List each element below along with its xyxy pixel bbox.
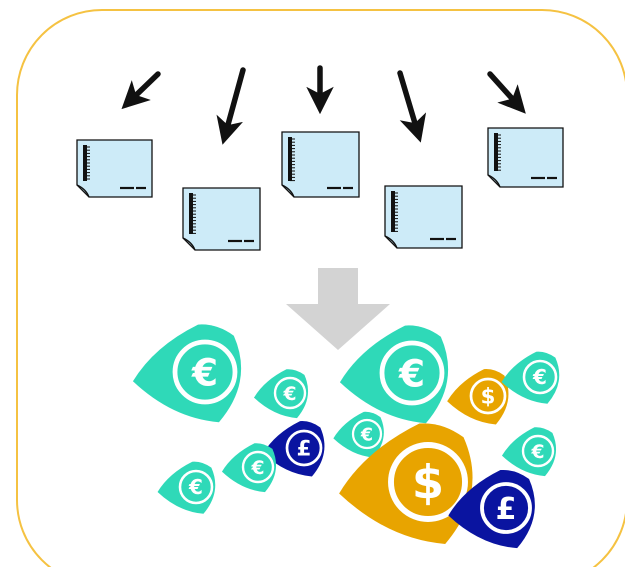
currency-symbol: € xyxy=(398,352,425,396)
currency-symbol: € xyxy=(532,365,547,389)
arrow-icon xyxy=(216,67,246,145)
arrow-icon xyxy=(397,70,427,143)
down-arrow-icon xyxy=(286,268,390,350)
document-icon xyxy=(384,185,463,249)
euro-coin-icon: € xyxy=(333,411,384,458)
document-icon xyxy=(281,131,360,198)
currency-symbol: £ xyxy=(496,492,517,527)
incoming-arrows xyxy=(121,65,526,145)
euro-coin-icon: € xyxy=(132,324,242,423)
currency-symbol: € xyxy=(250,458,264,479)
euro-coin-icon: € xyxy=(501,351,560,404)
document-icon xyxy=(76,139,153,198)
currency-symbol: € xyxy=(191,351,218,395)
currency-symbol: $ xyxy=(412,456,444,510)
euro-coin-icon: € xyxy=(253,369,309,419)
euro-coin-icon: € xyxy=(501,427,557,477)
document-icon xyxy=(182,187,261,251)
arrow-icon xyxy=(487,71,526,114)
currency-symbol: € xyxy=(360,425,373,445)
euro-coin-icon: € xyxy=(339,325,449,424)
pound-coin-icon: £ xyxy=(263,421,325,477)
document-icon xyxy=(487,127,564,188)
euro-coin-icon: € xyxy=(221,443,277,493)
currency-symbol: £ xyxy=(297,437,312,462)
euro-coin-icon: € xyxy=(157,461,216,514)
documents xyxy=(76,127,564,251)
currency-symbol: € xyxy=(530,442,544,463)
pound-coin-icon: £ xyxy=(448,469,535,549)
diagram-frame xyxy=(16,9,625,567)
currency-symbol: € xyxy=(188,475,203,499)
dollar-coin-icon: $ xyxy=(447,369,509,425)
money-icons: € € € $ € £ € € € $ £ € xyxy=(132,324,560,549)
currency-symbol: € xyxy=(282,384,296,405)
dollar-coin-icon: $ xyxy=(339,423,473,544)
currency-symbol: $ xyxy=(481,385,496,410)
arrow-icon xyxy=(121,71,161,110)
